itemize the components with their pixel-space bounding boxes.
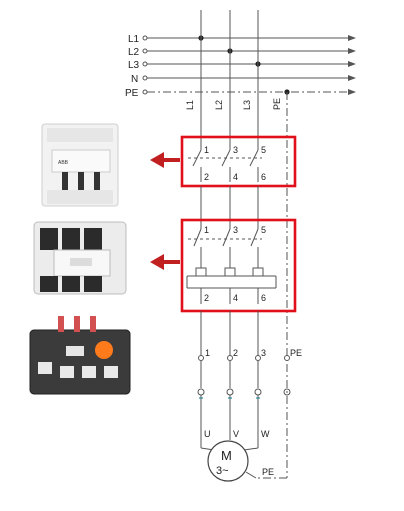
circuit-breaker-photo: ABB xyxy=(41,123,119,207)
breaker-term-4: 4 xyxy=(233,172,238,182)
thermal-overload-relay-photo xyxy=(29,316,131,395)
bus-label-pe: PE xyxy=(125,88,139,99)
drop-label-l2: L2 xyxy=(214,100,224,110)
motor-symbol xyxy=(207,440,249,482)
phase-drop-lines xyxy=(200,10,288,478)
motor-pe-label: PE xyxy=(262,467,274,477)
motor-letter: M xyxy=(221,448,232,463)
drop-label-pe: PE xyxy=(272,98,282,110)
bus-label-l1: L1 xyxy=(128,34,140,45)
terminal-label-2: 2 xyxy=(233,348,238,358)
breaker-term-3: 3 xyxy=(233,145,238,155)
motor-term-v: V xyxy=(233,429,239,439)
motor-term-w: W xyxy=(261,429,270,439)
wires-breaker-to-contactor xyxy=(200,186,259,221)
breaker-term-5: 5 xyxy=(261,145,266,155)
contactor-term-1: 1 xyxy=(204,225,209,235)
arrow-contactor xyxy=(150,254,180,270)
contactor-highlight-box xyxy=(180,218,297,313)
contactor-term-4: 4 xyxy=(233,293,238,303)
arrow-breaker xyxy=(150,152,180,168)
svg-text:ABB: ABB xyxy=(58,160,69,166)
terminal-label-1: 1 xyxy=(205,348,210,358)
bus-label-l3: L3 xyxy=(128,60,140,71)
contactor-term-3: 3 xyxy=(233,225,238,235)
bus-end-arrows xyxy=(348,35,356,95)
terminal-label-pe: PE xyxy=(290,348,302,358)
contactor-photo xyxy=(33,221,127,295)
breaker-highlight-box xyxy=(180,135,297,188)
drop-label-l3: L3 xyxy=(242,100,252,110)
terminal-label-3: 3 xyxy=(261,348,266,358)
bus-start-terminals xyxy=(142,35,148,95)
motor-term-u: U xyxy=(204,429,211,439)
motor-feed-wires xyxy=(200,395,259,451)
motor-pe-link xyxy=(245,471,287,479)
cable-connectors xyxy=(197,361,291,396)
drop-label-l1: L1 xyxy=(185,100,195,110)
contactor-term-5: 5 xyxy=(261,225,266,235)
contactor-term-2: 2 xyxy=(204,293,209,303)
contactor-term-6: 6 xyxy=(261,293,266,303)
junction-dots xyxy=(198,35,290,95)
breaker-symbol xyxy=(188,146,262,182)
contactor-symbol xyxy=(186,221,277,304)
motor-phase: 3~ xyxy=(216,465,229,477)
bus-label-l2: L2 xyxy=(128,47,140,58)
supply-busbars xyxy=(147,37,348,93)
terminal-strip xyxy=(198,355,290,361)
breaker-term-2: 2 xyxy=(204,172,209,182)
bus-label-n: N xyxy=(131,74,138,85)
wires-to-terminals xyxy=(200,311,259,356)
breaker-term-6: 6 xyxy=(261,172,266,182)
breaker-term-1: 1 xyxy=(204,145,209,155)
